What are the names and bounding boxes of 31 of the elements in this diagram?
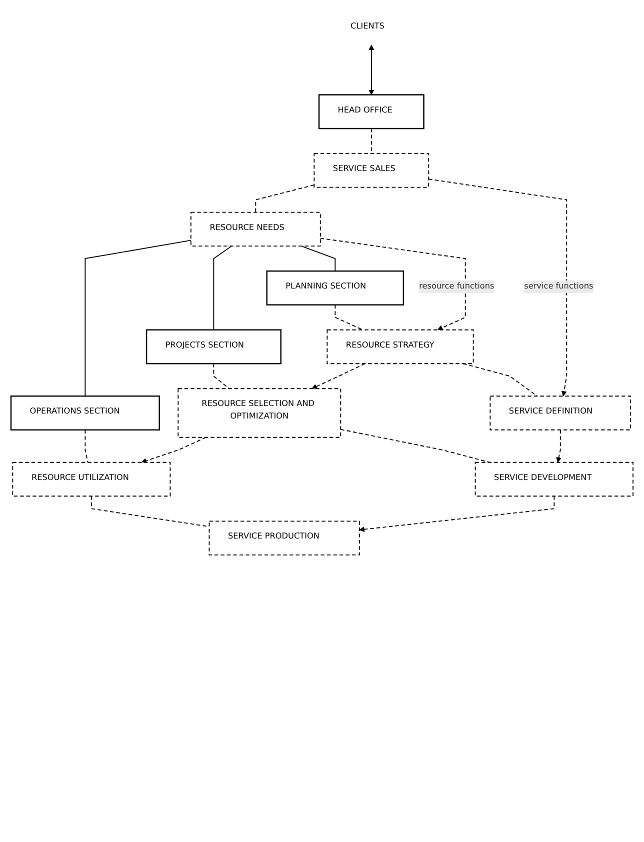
- edge-label: resource functions: [419, 282, 494, 292]
- node-box: RESOURCE NEEDS: [190, 212, 321, 247]
- node-box: SERVICE DEVELOPMENT: [474, 462, 634, 497]
- arrow: [312, 363, 366, 390]
- node-box: PLANNING SECTION: [266, 270, 404, 306]
- edge-label: service functions: [524, 282, 594, 292]
- node-box: HEAD OFFICE: [318, 94, 424, 130]
- connector: [255, 184, 315, 213]
- arrow: [141, 436, 206, 464]
- connector: [213, 363, 230, 390]
- node-box: RESOURCE UTILIZATION: [12, 462, 171, 497]
- connector: [462, 363, 538, 397]
- node-box: RESOURCE STRATEGY: [326, 329, 474, 364]
- connector: [84, 429, 88, 463]
- connector: [300, 246, 336, 272]
- connector: [84, 240, 192, 397]
- connector: [213, 246, 232, 330]
- node-box: SERVICE SALES: [314, 153, 430, 188]
- connector: [340, 428, 490, 463]
- node-text: CLIENTS: [350, 22, 384, 32]
- arrow: [556, 429, 562, 463]
- arrow: [359, 496, 555, 532]
- arrow: [428, 178, 568, 396]
- node-box: OPERATIONS SECTION: [10, 396, 160, 430]
- node-box: SERVICE DEFINITION: [490, 396, 632, 430]
- node-box: RESOURCE SELECTION AND OPTIMIZATION: [178, 388, 342, 438]
- arrow: [368, 44, 374, 96]
- node-box: SERVICE PRODUCTION: [208, 520, 360, 556]
- connector: [334, 304, 364, 330]
- arrow: [320, 238, 466, 330]
- node-box: PROJECTS SECTION: [146, 329, 282, 364]
